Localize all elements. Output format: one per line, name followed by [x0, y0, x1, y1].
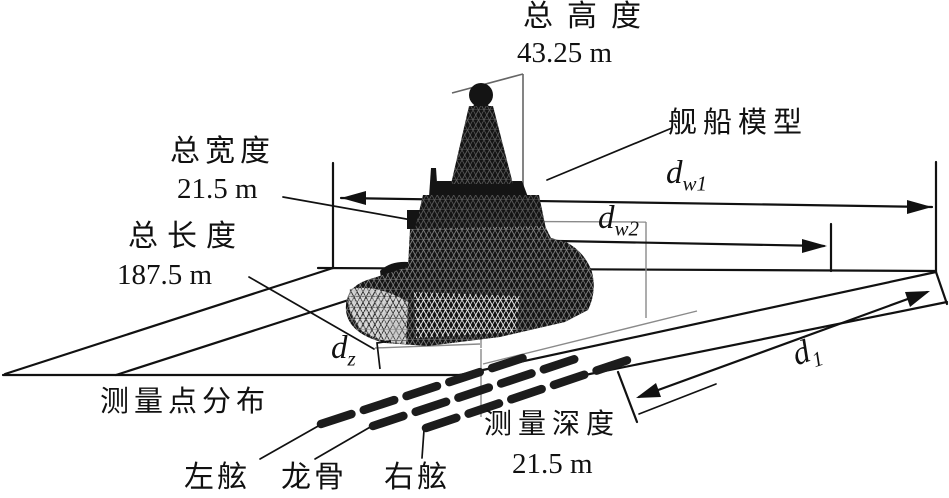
length-leader — [248, 276, 375, 350]
d1-dimension-line — [637, 290, 929, 399]
ship-model-label: 舰船模型 — [668, 107, 809, 139]
total-length-value: 187.5 m — [117, 259, 213, 291]
port-track — [316, 352, 531, 429]
total-width-label: 总宽度 — [170, 135, 275, 168]
port-side-label: 左舷 — [184, 461, 250, 494]
dw2-dimension-label: dw2 — [598, 200, 639, 239]
dw1-sub: w1 — [682, 171, 708, 196]
measurement-depth-value: 21.5 m — [512, 448, 593, 480]
dw2-arrowhead-icon — [802, 239, 827, 253]
mast-ball — [469, 83, 493, 107]
total-height-value: 43.25 m — [517, 37, 613, 69]
dw2-sub: w2 — [614, 216, 640, 241]
keel-leader — [314, 425, 373, 460]
measurement-points-label: 测量点分布 — [100, 386, 271, 418]
keel-track — [368, 353, 583, 431]
total-length-label: 总长度 — [128, 220, 245, 253]
measurement-point-tracks — [316, 352, 633, 433]
ship-model-mesh — [345, 83, 594, 346]
dz-dimension-label: dz — [331, 330, 356, 369]
dz-sub: z — [347, 346, 356, 371]
dw1-dimension-label: dw1 — [666, 155, 707, 194]
keel-label: 龙骨 — [281, 461, 347, 494]
port-leader — [259, 424, 321, 460]
starboard-track — [421, 355, 633, 433]
dw2-base: d — [598, 200, 615, 236]
measurement-depth-label: 测量深度 — [484, 409, 621, 440]
dz-bracket — [376, 340, 392, 370]
total-height-label: 总高度 — [523, 0, 655, 33]
dimension-arrows — [339, 191, 934, 399]
dw1-base: d — [666, 155, 683, 191]
dw1-right-arrowhead-icon — [907, 200, 932, 214]
starboard-side-label: 右舷 — [384, 461, 450, 494]
dw2-dimension-line — [556, 239, 826, 248]
ship-model-leader — [546, 127, 673, 181]
dz-base: d — [331, 330, 348, 366]
depth-leader — [638, 383, 717, 415]
d1-upper-arrowhead-icon — [905, 291, 930, 307]
total-width-value: 21.5 m — [177, 173, 258, 205]
starboard-leader — [421, 429, 425, 459]
dw1-left-arrowhead-icon — [341, 191, 366, 205]
d1-lower-arrowhead-icon — [636, 383, 661, 398]
